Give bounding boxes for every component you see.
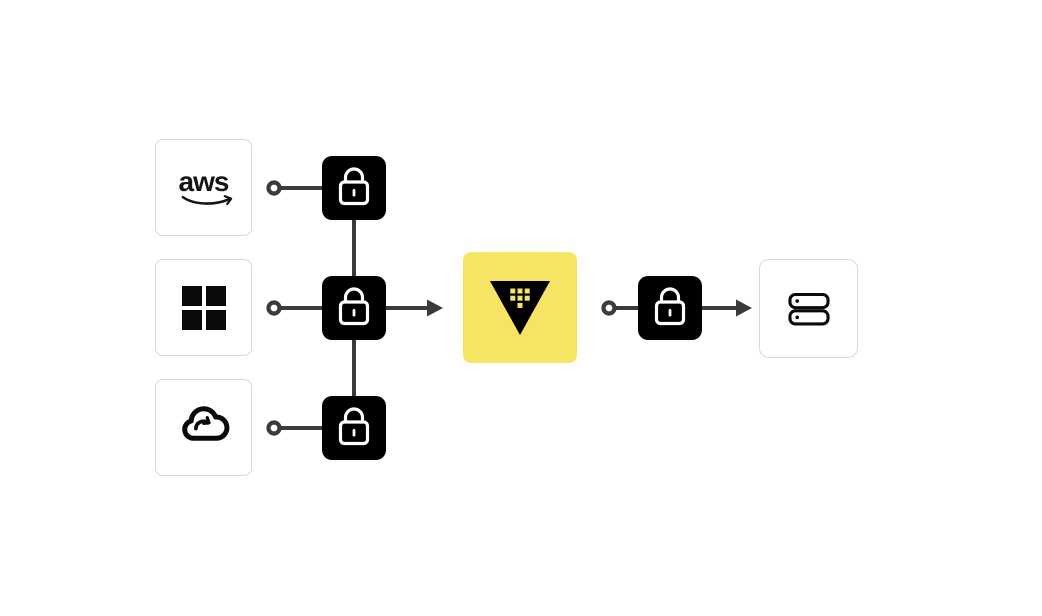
windows-square [181, 285, 202, 306]
aws-smile-arrow-icon [181, 194, 232, 205]
lock-icon [338, 407, 370, 446]
aws-wordmark: aws [178, 165, 230, 197]
arrowhead-into-vault [427, 299, 443, 317]
arrowhead-into-server [736, 299, 752, 317]
node-servers [759, 259, 858, 358]
node-microsoft [155, 259, 252, 356]
aws-logo: aws [174, 165, 234, 208]
node-lock-output [638, 276, 702, 340]
windows-logo-icon [181, 285, 226, 330]
node-cloud [155, 379, 252, 476]
lock-icon [338, 167, 370, 206]
windows-square [205, 309, 226, 330]
cloud-icon [181, 405, 229, 441]
vault-logo-icon [490, 280, 550, 335]
windows-square [181, 309, 202, 330]
node-lock-top [322, 156, 386, 220]
node-lock-bottom [322, 396, 386, 460]
node-aws: aws [155, 139, 252, 236]
windows-square [205, 285, 226, 306]
lock-icon [654, 287, 686, 326]
connector-ring-cloud [266, 420, 282, 436]
node-vault [463, 252, 577, 363]
connector-ring-aws [266, 180, 282, 196]
connector-ring-vault-out [601, 300, 617, 316]
node-lock-middle [322, 276, 386, 340]
connector-ring-microsoft [266, 300, 282, 316]
server-icon [787, 292, 830, 325]
lock-icon [338, 287, 370, 326]
